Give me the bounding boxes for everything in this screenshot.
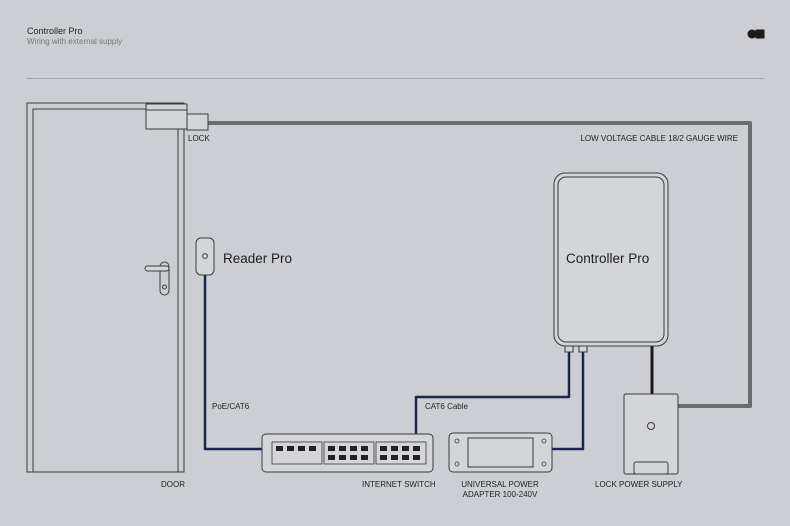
internet-switch-device — [261, 433, 434, 473]
brand-logo-icon — [747, 26, 765, 44]
controller-pro-device — [553, 172, 669, 353]
switch-port-group-2 — [323, 441, 375, 465]
power-adapter-label-line2: ADAPTER 100-240V — [463, 490, 538, 499]
power-adapter-device — [448, 432, 553, 473]
lock-power-supply-label: LOCK POWER SUPPLY — [595, 480, 683, 489]
page-title: Controller Pro — [27, 26, 83, 36]
page-subtitle: Wiring with external supply — [27, 37, 123, 46]
poe-cable — [203, 274, 264, 451]
lock-device — [145, 103, 209, 131]
door — [26, 102, 185, 473]
header-divider — [27, 78, 764, 79]
internet-switch-label: INTERNET SWITCH — [362, 480, 436, 489]
adapter-power-cable — [551, 351, 585, 451]
switch-port-group-3 — [375, 441, 427, 465]
low-voltage-cable-label: LOW VOLTAGE CABLE 18/2 GAUGE WIRE — [580, 134, 738, 143]
cat6-cable — [414, 351, 571, 446]
power-adapter-label-line1: UNIVERSAL POWER — [461, 480, 539, 489]
switch-port-group-1 — [271, 441, 323, 465]
poe-cable-label: PoE/CAT6 — [212, 402, 250, 411]
cat6-cable-label: CAT6 Cable — [425, 402, 469, 411]
door-handle-icon — [144, 261, 170, 296]
low-voltage-cable — [208, 121, 752, 408]
lock-label: LOCK — [188, 134, 210, 143]
reader-pro-device — [195, 237, 215, 276]
door-label: DOOR — [161, 480, 185, 489]
controller-pro-label: Controller Pro — [566, 251, 649, 266]
reader-pro-label: Reader Pro — [223, 251, 292, 266]
lock-power-supply-device — [623, 393, 679, 475]
